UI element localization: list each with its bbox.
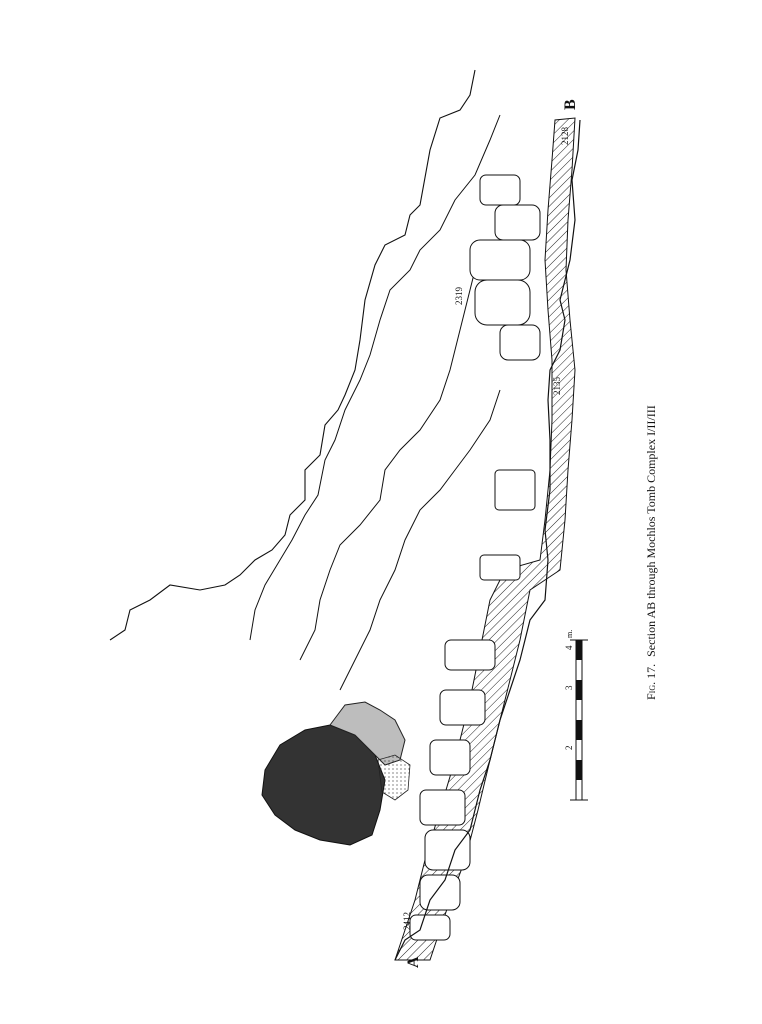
- scale-tick-3: 3: [564, 685, 574, 690]
- section-label-b: B: [562, 99, 579, 110]
- section-label-a: A: [405, 956, 422, 968]
- cliff-outline-upper: [109, 69, 476, 641]
- scale-tick-4: 4: [564, 645, 574, 650]
- cliff-outline-inner: [249, 114, 501, 641]
- scale-unit: m.: [565, 630, 574, 638]
- svg-text:Fig. 17. Section AB thro: Fig. 17. Section AB through Mochlos Tomb…: [644, 405, 658, 700]
- scale-bar: [570, 639, 588, 801]
- elevation-2319: 2319: [454, 287, 464, 306]
- stone-blocks: [409, 174, 541, 941]
- elevation-2128: 2128: [560, 127, 570, 146]
- scale-tick-2: 2: [564, 746, 574, 751]
- cliff-outline-low: [339, 389, 501, 691]
- cave-dark-mass: [261, 724, 386, 846]
- cliff-outline-mid: [299, 249, 481, 661]
- caption-text: Section AB through Mochlos Tomb Complex …: [644, 405, 658, 657]
- ground-profile: [394, 119, 581, 961]
- cave-grey-mass: [329, 701, 406, 766]
- elevation-2412: 2412: [402, 912, 412, 930]
- caption-prefix: Fig. 17.: [644, 664, 658, 700]
- stippled-fill: [377, 754, 411, 801]
- figure-caption: Fig. 17. Section AB through Mochlos Tomb…: [644, 405, 658, 700]
- elevation-2135: 2135: [552, 377, 562, 396]
